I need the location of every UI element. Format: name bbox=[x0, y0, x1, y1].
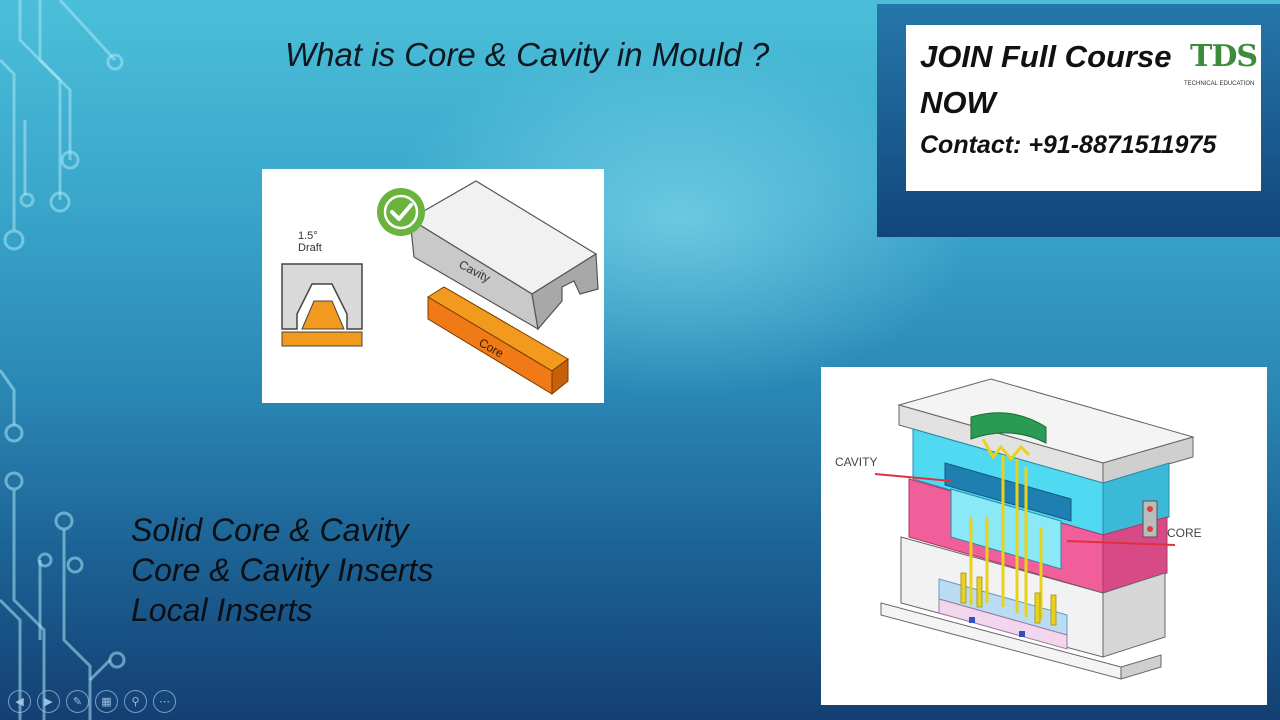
next-icon[interactable]: ▶ bbox=[37, 690, 60, 713]
bullet-local-inserts: Local Inserts bbox=[131, 592, 313, 628]
pen-icon[interactable]: ✎ bbox=[66, 690, 89, 713]
slideshow-controls: ◀ ▶ ✎ ▦ ⚲ ⋯ bbox=[8, 690, 176, 713]
mould-figure: CAVITY CORE bbox=[821, 367, 1267, 705]
bullet-core-cavity-inserts: Core & Cavity Inserts bbox=[131, 552, 434, 588]
cavity-block-side bbox=[531, 252, 599, 331]
side-lock bbox=[1142, 500, 1158, 538]
course-banner-line1: JOIN Full Course bbox=[920, 39, 1172, 74]
ejector-pins bbox=[969, 455, 1043, 619]
core-insert bbox=[950, 488, 1062, 570]
core-cavity-illustration: 1.5° Draft Cavity Core bbox=[281, 180, 599, 396]
zoom-icon[interactable]: ⚲ bbox=[124, 690, 147, 713]
bullet-list: Solid Core & Cavity Core & Cavity Insert… bbox=[131, 510, 433, 630]
logo-caption: TECHNICAL EDUCATION bbox=[1184, 81, 1255, 87]
cavity-insert bbox=[944, 462, 1072, 522]
slide-title: What is Core & Cavity in Mould ? bbox=[285, 36, 770, 73]
tds-logo: TDS TECHNICAL EDUCATION bbox=[1184, 39, 1258, 95]
draft-section-core bbox=[301, 300, 345, 330]
core-cavity-figure: 1.5° Draft Cavity Core bbox=[262, 169, 604, 403]
slides-icon[interactable]: ▦ bbox=[95, 690, 118, 713]
sprue bbox=[981, 438, 1031, 462]
locating-ring bbox=[970, 412, 1047, 444]
cavity-leader-line bbox=[874, 473, 952, 482]
course-banner-contact: Contact: +91-8871511975 bbox=[920, 131, 1217, 159]
core-leader-line bbox=[1066, 540, 1176, 546]
draft-section-base bbox=[281, 331, 363, 347]
draft-label: Draft bbox=[298, 242, 322, 254]
more-icon[interactable]: ⋯ bbox=[153, 690, 176, 713]
mould-cavity-label: CAVITY bbox=[835, 455, 877, 469]
bullet-solid-core-cavity: Solid Core & Cavity bbox=[131, 512, 409, 548]
mould-core-label: CORE bbox=[1167, 526, 1202, 540]
core-bar-end bbox=[551, 358, 569, 396]
prev-icon[interactable]: ◀ bbox=[8, 690, 31, 713]
mould-illustration: CAVITY CORE bbox=[835, 378, 1202, 680]
course-banner: JOIN Full Course NOW Contact: +91-887151… bbox=[906, 25, 1261, 191]
draft-angle-label: 1.5° bbox=[298, 230, 318, 242]
logo-letters: TDS bbox=[1190, 39, 1258, 74]
draft-section-cavity bbox=[281, 263, 363, 330]
course-banner-line2: NOW bbox=[920, 85, 996, 120]
